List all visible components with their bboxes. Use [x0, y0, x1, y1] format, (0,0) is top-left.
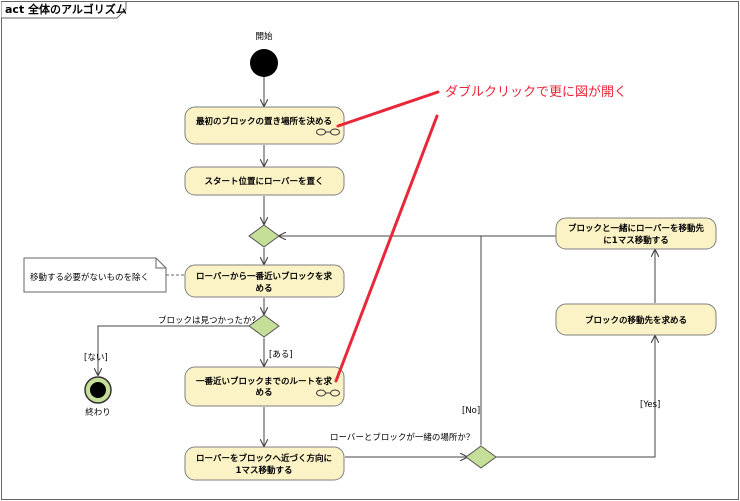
action-find-route-label-2: める [255, 388, 272, 398]
decision-block-found[interactable] [248, 314, 280, 338]
action-find-nearest-block-label-2: める [255, 284, 272, 294]
decision-same-place[interactable] [465, 445, 497, 469]
annotation-text: ダブルクリックで更に図が開く [445, 84, 627, 100]
action-move-with-block-label-1: ブロックと一緒にローバーを移動先 [568, 223, 704, 234]
note-fold [155, 258, 166, 269]
action-find-nearest-block[interactable] [184, 264, 345, 298]
annotation-arrows [334, 90, 440, 383]
start-label: 開始 [255, 31, 273, 42]
flow-decision2-yes [493, 336, 655, 458]
decision-same-place-question: ローバーとブロックが一緒の場所か？ [330, 432, 474, 443]
action-move-one-square-label-1: ローバーをブロックへ近づく方向に [196, 453, 332, 464]
guard-same: [Yes] [640, 400, 660, 410]
action-place-rover-start[interactable] [184, 166, 345, 196]
guard-no-block: [ない] [84, 353, 108, 363]
action-find-route[interactable] [184, 366, 345, 407]
start-node[interactable] [250, 49, 278, 77]
guard-not-same: [No] [462, 406, 480, 416]
action-find-destination-label: ブロックの移動先を求める [585, 315, 687, 326]
action-decide-first-block-label: 最初のブロックの置き場所を決める [196, 116, 332, 127]
subactivity-icon[interactable] [316, 389, 340, 397]
action-move-with-block[interactable] [555, 217, 717, 250]
action-place-rover-start-label: スタート位置にローバーを置く [205, 176, 324, 187]
end-label: 終わり [85, 407, 111, 418]
flow-decision-no [98, 325, 252, 375]
frame-title: act 全体のアルゴリズム [5, 2, 127, 16]
note-text: 移動する必要がないものを除く [30, 272, 149, 283]
frame-tab [1, 1, 127, 19]
note-box[interactable] [23, 257, 167, 293]
subactivity-icon[interactable] [316, 128, 340, 136]
merge-node[interactable] [248, 224, 280, 248]
action-move-one-square-label-2: 1マス移動する [236, 465, 293, 476]
action-find-destination[interactable] [555, 303, 717, 336]
guard-block-exists: [ある] [269, 350, 293, 360]
action-move-with-block-label-2: に1マス移動する [603, 235, 668, 246]
action-move-one-square[interactable] [184, 446, 345, 481]
action-find-nearest-block-label-1: ローバーから一番近いブロックを求 [196, 271, 332, 282]
final-node-inner [90, 382, 106, 398]
decision-block-found-question: ブロックは見つかったか？ [158, 315, 260, 326]
action-find-route-label-1: 一番近いブロックまでのルートを求 [196, 376, 333, 387]
